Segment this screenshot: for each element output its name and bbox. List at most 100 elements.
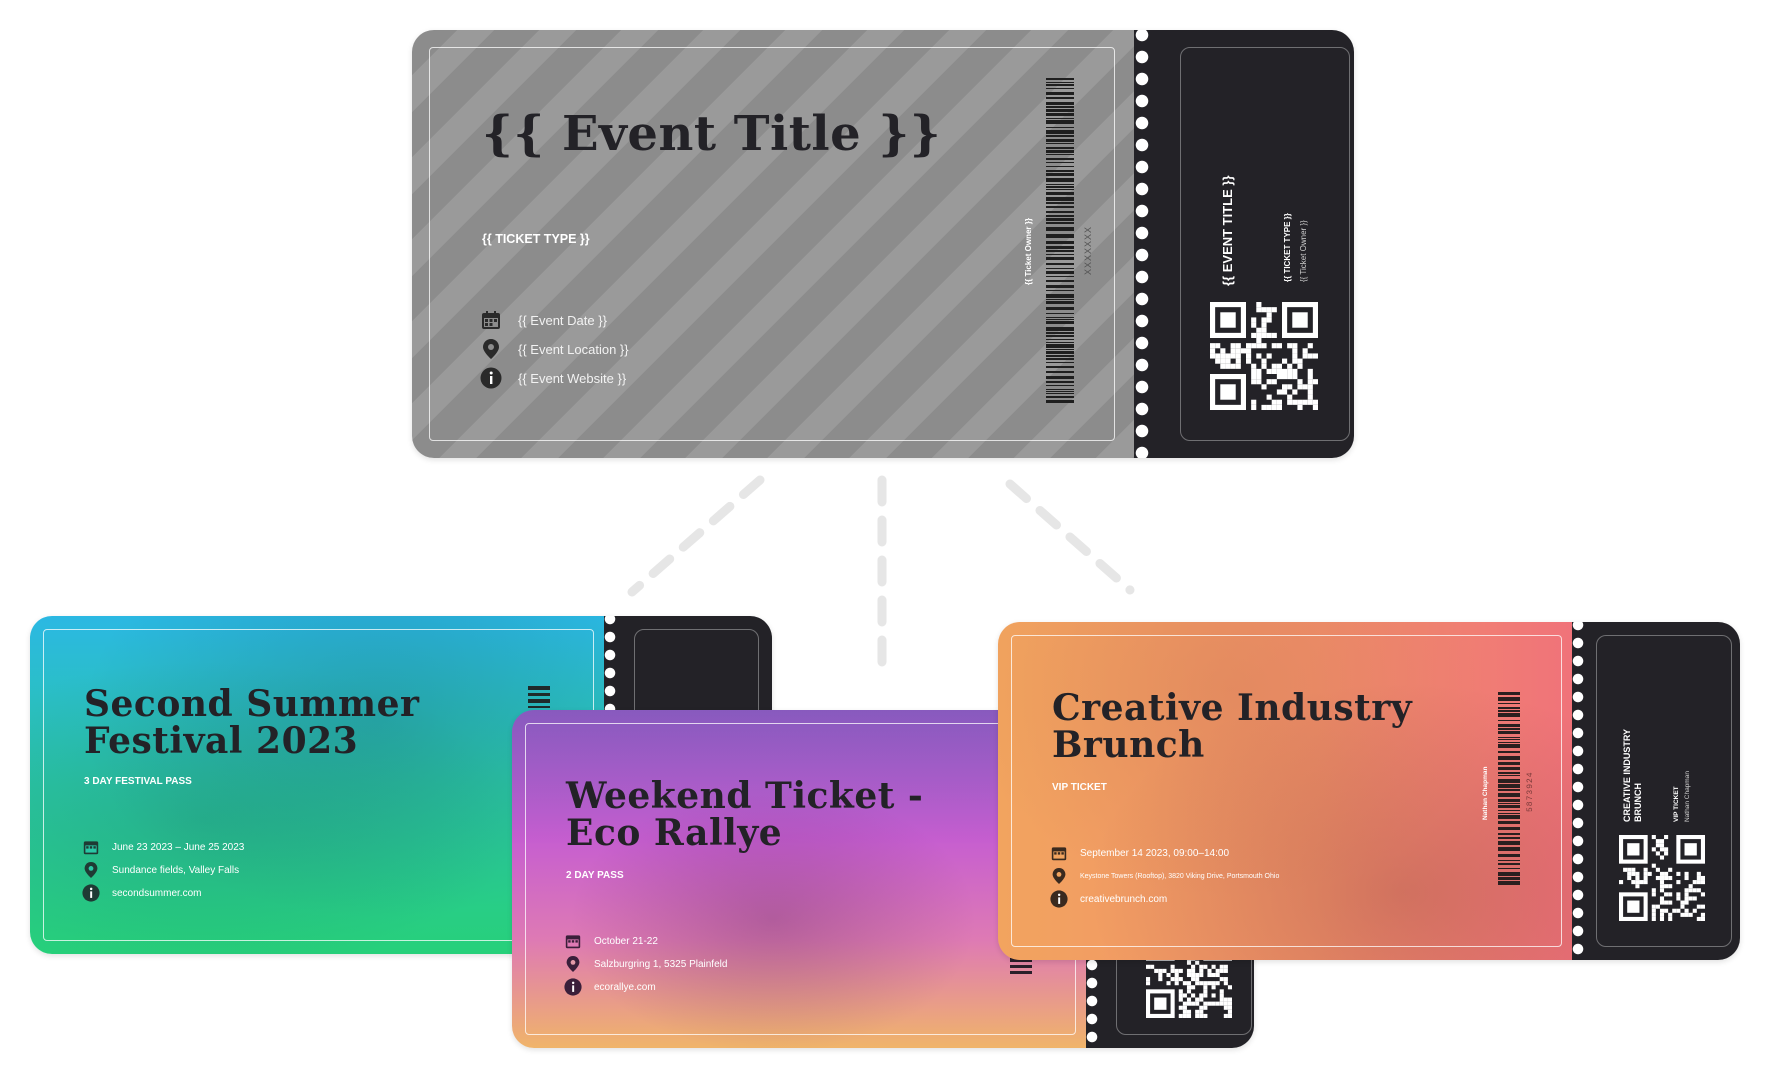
qr-module (1211, 993, 1216, 998)
qr-module (1643, 875, 1648, 881)
qr-module (1186, 1001, 1192, 1006)
qr-module (1146, 964, 1151, 969)
qr-module (1266, 353, 1272, 359)
qr-module (1199, 1005, 1204, 1010)
qr-module (1195, 981, 1200, 986)
calendar-icon (480, 309, 502, 331)
qr-module (1223, 981, 1228, 986)
barcode-bar (1046, 84, 1074, 86)
qr-module (1199, 968, 1204, 973)
qr-module (1680, 904, 1685, 909)
qr-module (1639, 880, 1644, 885)
barcode-bar (1046, 344, 1074, 348)
template-ticket-type: {{ TICKET TYPE }} (482, 232, 590, 246)
barcode-bar (1046, 120, 1074, 124)
barcode-bar (1046, 227, 1074, 231)
qr-module (1659, 896, 1665, 901)
template-stub-border (1180, 47, 1350, 441)
qr-module (1230, 363, 1236, 369)
qr-module (1261, 327, 1267, 333)
rallye-title-line1: Weekend Ticket - (566, 775, 924, 817)
template-ticket[interactable]: {{ Event Title }} {{ TICKET TYPE }} {{ E… (412, 30, 1354, 458)
festival-title-line2: Festival 2023 (84, 719, 359, 762)
qr-module (1647, 871, 1652, 876)
qr-module (1182, 1009, 1187, 1014)
barcode-bar (1046, 206, 1074, 208)
qr-module (1199, 993, 1204, 998)
qr-module (1227, 985, 1232, 990)
barcode-bar (1046, 301, 1074, 304)
qr-module (1664, 835, 1669, 840)
qr-module (1684, 871, 1689, 876)
qr-module (1643, 867, 1648, 872)
qr-module (1664, 884, 1669, 889)
barcode-bar (1046, 391, 1074, 392)
qr-module (1220, 358, 1226, 364)
qr-module (1195, 997, 1200, 1002)
barcode-bar (1498, 833, 1520, 835)
brunch-barcode-owner: Nathan Chapman (1482, 766, 1489, 820)
barcode-bar (1498, 751, 1520, 753)
qr-module (1287, 399, 1293, 405)
barcode-bar (1498, 810, 1520, 811)
qr-module (1261, 332, 1267, 338)
qr-module (1302, 399, 1308, 405)
qr-module (1635, 880, 1640, 885)
brunch-ticket-type: VIP TICKET (1052, 782, 1107, 793)
qr-module (1287, 374, 1293, 380)
qr-module (1672, 908, 1677, 913)
qr-module (1235, 358, 1241, 364)
qr-module (1207, 1001, 1212, 1006)
barcode-bar (1498, 762, 1520, 765)
qr-module (1227, 1005, 1232, 1010)
qr-module (1627, 871, 1632, 876)
brunch-ticket[interactable]: Creative Industry Brunch VIP TICKET Sept… (998, 622, 1740, 960)
barcode-bar (1046, 113, 1074, 116)
barcode-bar (1498, 779, 1520, 783)
barcode-bar (1046, 202, 1074, 204)
barcode-bar (1046, 349, 1074, 350)
qr-module (1312, 399, 1318, 405)
qr-module (1223, 1001, 1228, 1006)
qr-module (1659, 847, 1665, 852)
template-date-text: {{ Event Date }} (518, 312, 607, 328)
barcode-bar (1046, 154, 1074, 155)
brunch-website-row: creativebrunch.com (1050, 890, 1167, 908)
qr-module (1266, 317, 1272, 323)
festival-website-text[interactable]: secondsummer.com (112, 887, 202, 899)
barcode-bar (1046, 173, 1074, 176)
barcode-bar (1046, 339, 1074, 340)
barcode-bar (1498, 731, 1520, 734)
qr-module (1676, 871, 1681, 876)
qr-module (1146, 981, 1151, 986)
qr-module (1696, 888, 1701, 893)
qr-module (1195, 1001, 1200, 1006)
qr-module (1215, 353, 1221, 359)
qr-module (1668, 892, 1673, 897)
barcode-bar (1498, 877, 1520, 880)
qr-module (1292, 389, 1298, 395)
brunch-website-text[interactable]: creativebrunch.com (1080, 893, 1168, 905)
barcode-bar (1046, 396, 1074, 398)
barcode-bar (1046, 158, 1074, 160)
barcode-bar (1046, 211, 1074, 213)
barcode-bar (1046, 118, 1074, 119)
qr-module (1199, 964, 1204, 969)
qr-module (1271, 332, 1277, 338)
qr-module (1651, 912, 1656, 917)
qr-module (1659, 855, 1665, 860)
festival-barcode (528, 686, 550, 710)
template-website-text[interactable]: {{ Event Website }} (518, 370, 627, 386)
template-date-row: {{ Event Date }} (480, 309, 607, 331)
qr-module (1150, 964, 1155, 969)
qr-module (1287, 363, 1293, 369)
qr-module (1251, 363, 1257, 369)
template-barcode-number: XXXXXXX (1084, 225, 1095, 275)
rallye-website-text[interactable]: ecorallye.com (594, 981, 656, 993)
qr-module (1235, 353, 1241, 359)
barcode-bar (1498, 799, 1520, 802)
qr-module (1219, 989, 1224, 994)
calendar-icon (82, 838, 100, 856)
qr-module (1199, 1013, 1204, 1018)
brunch-barcode (1498, 692, 1520, 888)
